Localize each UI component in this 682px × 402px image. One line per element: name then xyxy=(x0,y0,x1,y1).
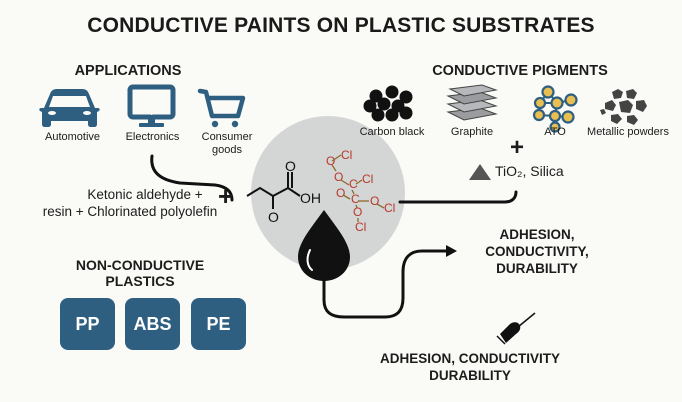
metallic-powders-icon xyxy=(600,89,647,125)
triangle-icon xyxy=(469,164,491,180)
connector-pigments xyxy=(398,190,518,204)
atom: O xyxy=(370,194,379,208)
car-icon xyxy=(39,89,100,127)
plastics-heading-line-1: NON-CONDUCTIVE xyxy=(75,257,205,273)
connector-applications xyxy=(150,154,234,202)
page-title: CONDUCTIVE PAINTS ON PLASTIC SUBSTRATES xyxy=(87,14,595,37)
application-electronics: Electronics xyxy=(125,131,180,143)
atom: C xyxy=(351,192,360,206)
pigments-plus-sign: + xyxy=(510,134,525,161)
carbonyl-o: O xyxy=(285,158,296,174)
properties-line-1: ADHESION, xyxy=(499,227,575,242)
applications-heading: APPLICATIONS xyxy=(74,63,182,79)
bottom-caption-line-1: ADHESION, CONDUCTIVITY xyxy=(379,351,560,366)
pigments-heading: CONDUCTIVE PIGMENTS xyxy=(432,63,608,79)
ketone-o: O xyxy=(268,209,279,225)
atom: O xyxy=(326,154,335,168)
binder-line-2: resin + Chlorinated polyolefin xyxy=(42,204,218,219)
shopping-cart-icon xyxy=(197,88,246,128)
graphite-icon xyxy=(446,84,498,121)
paint-droplet-icon xyxy=(298,210,350,281)
properties-result: ADHESION, CONDUCTIVITY, DURABILITY xyxy=(462,226,612,277)
plastic-chip-pe: PE xyxy=(191,298,246,350)
ato-icon xyxy=(532,85,578,133)
application-consumer-goods: Consumer goods xyxy=(201,131,253,156)
organic-molecule xyxy=(246,172,301,209)
plastic-chip-abs: ABS xyxy=(125,298,180,350)
pigment-carbon-black: Carbon black xyxy=(359,126,425,138)
monitor-icon xyxy=(127,84,176,127)
properties-line-3: DURABILITY xyxy=(496,261,578,276)
application-automotive: Automotive xyxy=(44,131,101,143)
atom: O xyxy=(334,170,343,184)
chlorinated-bonds xyxy=(331,154,385,222)
arrow-head-icon xyxy=(446,245,457,257)
binder-formula: Ketonic aldehyde + resin + Chlorinated p… xyxy=(20,186,240,220)
atom: O xyxy=(336,186,345,200)
carbon-black-icon xyxy=(363,85,413,122)
plastic-chip-pp: PP xyxy=(60,298,115,350)
chlorinated-fragment: O Cl O C Cl O C O Cl O Cl xyxy=(326,148,395,234)
additive-tio2-silica: TiO₂, Silica xyxy=(495,163,564,179)
hydroxyl-label: OH xyxy=(300,190,321,206)
droplet-highlight xyxy=(306,249,313,271)
pigment-graphite: Graphite xyxy=(450,126,494,138)
pigment-ato: ATO xyxy=(544,126,566,138)
atom: Cl xyxy=(384,201,395,215)
bottom-caption-line-2: DURABILITY xyxy=(429,368,511,383)
atom: O xyxy=(353,205,362,219)
bottom-caption: ADHESION, CONDUCTIVITY DURABILITY xyxy=(350,350,590,384)
atom: C xyxy=(349,177,358,191)
binder-line-1: Ketonic aldehyde + xyxy=(87,187,203,202)
atom: Cl xyxy=(341,148,352,162)
atom: Cl xyxy=(362,172,373,186)
pigment-metallic-powders: Metallic powders xyxy=(587,126,669,138)
properties-line-2: CONDUCTIVITY, xyxy=(485,244,589,259)
plastics-heading: NON-CONDUCTIVE PLASTICS xyxy=(50,257,230,289)
connector-properties xyxy=(322,249,450,319)
spray-applicator-icon xyxy=(496,312,536,345)
atom: Cl xyxy=(355,220,366,234)
binder-plus-sign: + xyxy=(218,181,234,211)
plastics-heading-line-2: PLASTICS xyxy=(105,273,175,289)
mixing-circle xyxy=(251,116,405,270)
